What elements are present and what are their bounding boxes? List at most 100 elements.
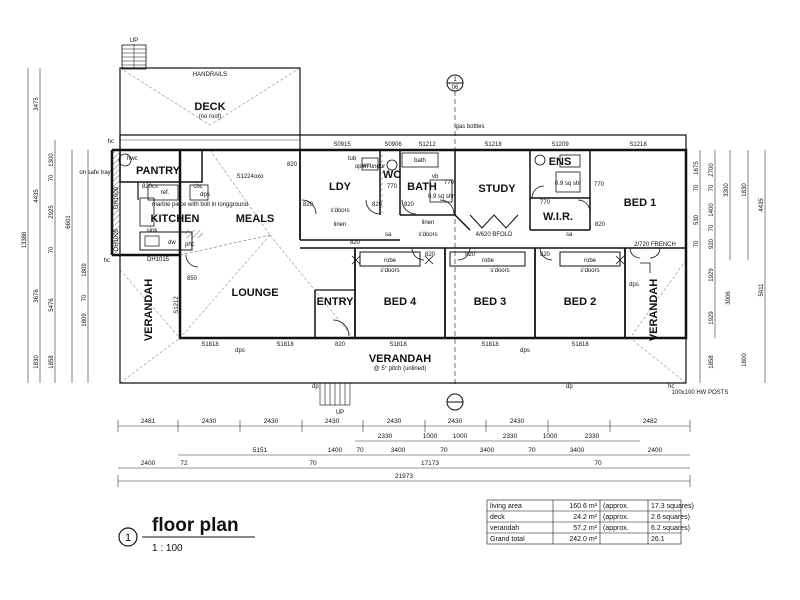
door-770b: 770 <box>444 180 455 186</box>
hatched-walls <box>111 149 383 256</box>
svg-text:70: 70 <box>709 224 715 231</box>
hc-3: hc <box>104 258 110 264</box>
up-bottom: UP <box>336 410 344 416</box>
dim-row-2: 2330 1000 1000 2330 1000 2330 <box>378 433 600 440</box>
dp-1: dp <box>312 384 319 390</box>
svg-text:2430: 2430 <box>264 418 279 425</box>
hc-1: hc <box>108 139 114 145</box>
title-block: 1 floor plan 1 : 100 <box>118 515 255 554</box>
robe-1: robe <box>384 258 397 264</box>
room-verandah-bottom: VERANDAH <box>369 353 431 365</box>
svg-text:2400: 2400 <box>141 460 156 467</box>
svg-text:3400: 3400 <box>570 447 585 454</box>
door-820f: 820 <box>425 252 436 258</box>
dps-4: dps <box>200 192 210 198</box>
linen-1: linen <box>334 222 347 228</box>
stairs-bottom <box>319 382 351 406</box>
sdoors-2: s'doors <box>418 232 437 238</box>
dim-right: 1675 70 530 70 2700 70 1400 70 920 3300 … <box>694 161 765 369</box>
dim-row-3: 5151 1400 70 3400 70 3400 70 3400 2400 7… <box>141 447 663 480</box>
room-deck: DECK <box>194 101 225 113</box>
door-850: 850 <box>187 276 198 282</box>
sdoors-b2: s'doors <box>580 268 599 274</box>
svg-text:2430: 2430 <box>325 418 340 425</box>
svg-text:6601: 6601 <box>66 215 72 229</box>
svg-text:3400: 3400 <box>480 447 495 454</box>
svg-text:5911: 5911 <box>759 283 765 297</box>
marble: marble piece with bolt in longground <box>152 202 248 208</box>
door-820a: 820 <box>287 162 298 168</box>
svg-text:2430: 2430 <box>202 418 217 425</box>
safe-tray: on safe tray <box>79 170 110 176</box>
svg-text:2482: 2482 <box>643 418 658 425</box>
dimension-lines <box>27 68 766 487</box>
area-table-text: living area 160.6 m² (approx. 17.3 squar… <box>490 503 694 543</box>
svg-text:1858: 1858 <box>709 355 715 369</box>
svg-text:70: 70 <box>49 246 55 253</box>
room-verandah-left: VERANDAH <box>143 279 155 341</box>
open-under: open undor <box>355 164 385 170</box>
s1818c: S1818 <box>389 342 407 348</box>
gas-bottles: gas bottles <box>455 124 484 130</box>
ref: ref. <box>161 190 170 196</box>
section-mark-sub-top: 06 <box>452 85 459 91</box>
up-top: UP <box>130 38 138 44</box>
room-pantry: PANTRY <box>136 165 181 177</box>
dim-left: 3475 4435 3676 1830 1300 70 2925 70 5476… <box>22 97 88 369</box>
s1224: S1224oxo <box>236 174 264 180</box>
sink: sink <box>147 228 159 234</box>
svg-text:530: 530 <box>694 214 700 225</box>
svg-text:70: 70 <box>309 460 317 467</box>
svg-text:2430: 2430 <box>510 418 525 425</box>
room-bed3: BED 3 <box>474 296 506 308</box>
svg-text:Grand total: Grand total <box>490 536 525 543</box>
vb: vb <box>432 174 439 180</box>
room-bed4: BED 4 <box>384 296 417 308</box>
verandah-note: @ 5° pitch (unlined) <box>374 366 427 372</box>
dp-2: dp <box>566 384 573 390</box>
room-ldy: LDY <box>329 181 352 193</box>
svg-text:70: 70 <box>694 240 700 247</box>
section-markers <box>446 74 464 411</box>
svg-text:2481: 2481 <box>141 418 156 425</box>
phc: phc <box>185 242 195 248</box>
svg-text:3475: 3475 <box>34 97 40 111</box>
s1218-tr: S1218 <box>629 142 647 148</box>
svg-text:1000: 1000 <box>453 433 468 440</box>
s1818e: S1818 <box>571 342 589 348</box>
dh1009b: DH1009 <box>114 228 120 251</box>
svg-text:26.1: 26.1 <box>651 536 665 543</box>
door-820i: 820 <box>335 342 346 348</box>
cbc: cbc <box>193 184 202 190</box>
svg-text:1800: 1800 <box>742 353 748 367</box>
svg-text:5476: 5476 <box>49 298 55 312</box>
room-study: STUDY <box>478 183 516 195</box>
title-number: 1 <box>125 532 131 544</box>
sdoors-b3: s'doors <box>490 268 509 274</box>
tub: tub <box>348 156 357 162</box>
svg-text:70: 70 <box>49 174 55 181</box>
title-text: floor plan <box>152 515 239 536</box>
door-770a: 770 <box>387 184 398 190</box>
dps-3: dps <box>629 282 639 288</box>
svg-text:1000: 1000 <box>423 433 438 440</box>
svg-text:70: 70 <box>356 447 364 454</box>
s1818d: S1818 <box>481 342 499 348</box>
door-770c: 770 <box>540 200 551 206</box>
sa-1: sa <box>385 232 392 238</box>
svg-text:2700: 2700 <box>709 163 715 177</box>
svg-text:verandah: verandah <box>490 525 519 532</box>
title-scale: 1 : 100 <box>152 543 183 554</box>
svg-text:1858: 1858 <box>49 355 55 369</box>
area-table <box>486 499 682 545</box>
w820cs: 820cs <box>142 184 158 190</box>
s0906: S0906 <box>384 142 402 148</box>
svg-text:6.2 squares): 6.2 squares) <box>651 525 690 532</box>
svg-text:deck: deck <box>490 514 505 521</box>
deck-note: (no roof) <box>199 114 222 120</box>
svg-text:1400: 1400 <box>328 447 343 454</box>
door-820j: 820 <box>595 222 606 228</box>
sdoors-1: s'doors <box>330 208 349 214</box>
svg-text:2330: 2330 <box>378 433 393 440</box>
svg-text:70: 70 <box>440 447 448 454</box>
